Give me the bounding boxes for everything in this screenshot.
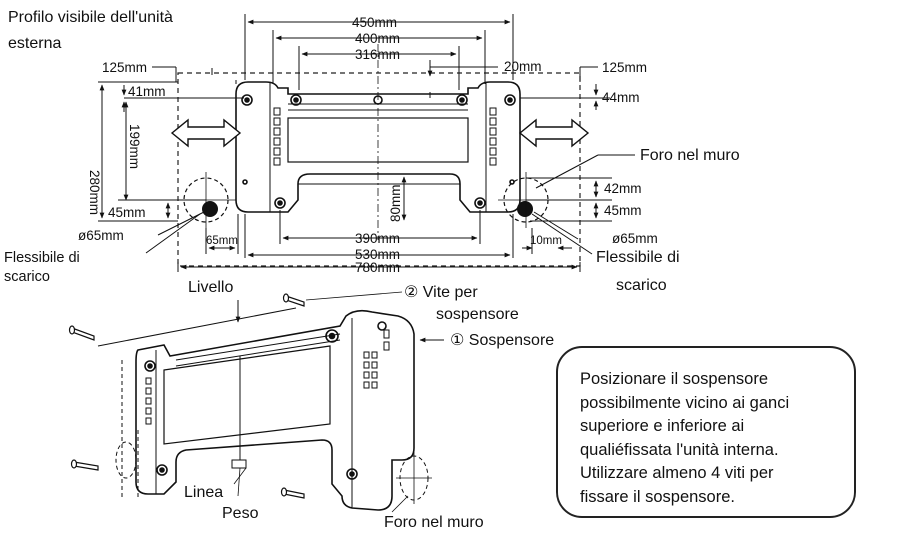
dim-phi-left: ø65mm [78,228,124,243]
hanger-plate-perspective [135,309,415,511]
dim-530: 530mm [355,247,400,262]
dim-10: 10mm [530,235,562,247]
label-hanger: ① Sospensore [450,332,554,349]
wall-profile-dashed [115,360,432,504]
dim-199: 199mm [127,124,142,169]
note-line-4: qualiéfissata l'unità interna. [580,440,779,459]
dim-41: 41mm [128,84,166,99]
dim-20: 20mm [504,59,542,74]
dim-400: 400mm [355,31,400,46]
dim-65: 65mm [206,235,238,247]
label-screw-2: sospensore [436,306,519,323]
level-and-plumb [97,300,297,497]
dim-280: 280mm [87,170,102,215]
label-line: Linea [184,484,223,501]
note-line-3: superiore e inferiore ai [580,417,745,435]
dim-phi-right: ø65mm [612,231,658,246]
double-arrow-left [170,118,242,148]
wall-hole-leader [391,495,409,513]
double-arrow-right [518,118,590,148]
dim-316: 316mm [355,47,400,62]
dim-390: 390mm [355,231,400,246]
slot-rows-top [273,107,497,166]
label-screw-1: ② Vite per [404,284,478,301]
label-drain-hose-right-2: scarico [616,277,667,294]
dim-780: 780mm [355,260,400,275]
dim-450: 450mm [352,15,397,30]
label-outdoor-profile-1: Profilo visibile dell'unità [8,9,173,26]
dim-45-right: 45mm [604,203,642,218]
note-line-2: possibilmente vicino ai ganci [580,393,790,412]
dim-125-right: 125mm [602,60,647,75]
screw-icons [68,291,403,499]
label-drain-hose-left-2: scarico [4,269,50,285]
dim-45-left: 45mm [108,205,146,220]
note-line-5: Utilizzare almeno 4 viti per [580,464,774,482]
note-box: Posizionare il sospensore possibilmente … [556,346,856,518]
dim-80: 80mm [388,184,403,222]
note-line-1: Posizionare il sospensore [580,370,769,388]
label-weight: Peso [222,505,259,522]
dim-44: 44mm [602,90,640,105]
note-line-6: fissare il sospensore. [580,487,735,506]
label-outdoor-profile-2: esterna [8,35,61,52]
dimension-lines-top [98,14,635,272]
dim-42: 42mm [604,181,642,196]
label-level: Livello [188,279,233,296]
label-wall-hole-right: Foro nel muro [640,147,740,164]
label-drain-hose-left-1: Flessibile di [4,250,80,266]
slot-rows-perspective [145,329,390,425]
dim-125-left: 125mm [102,60,147,75]
label-drain-hose-right-1: Flessibile di [596,249,680,266]
label-wall-hole-bottom: Foro nel muro [384,514,484,531]
